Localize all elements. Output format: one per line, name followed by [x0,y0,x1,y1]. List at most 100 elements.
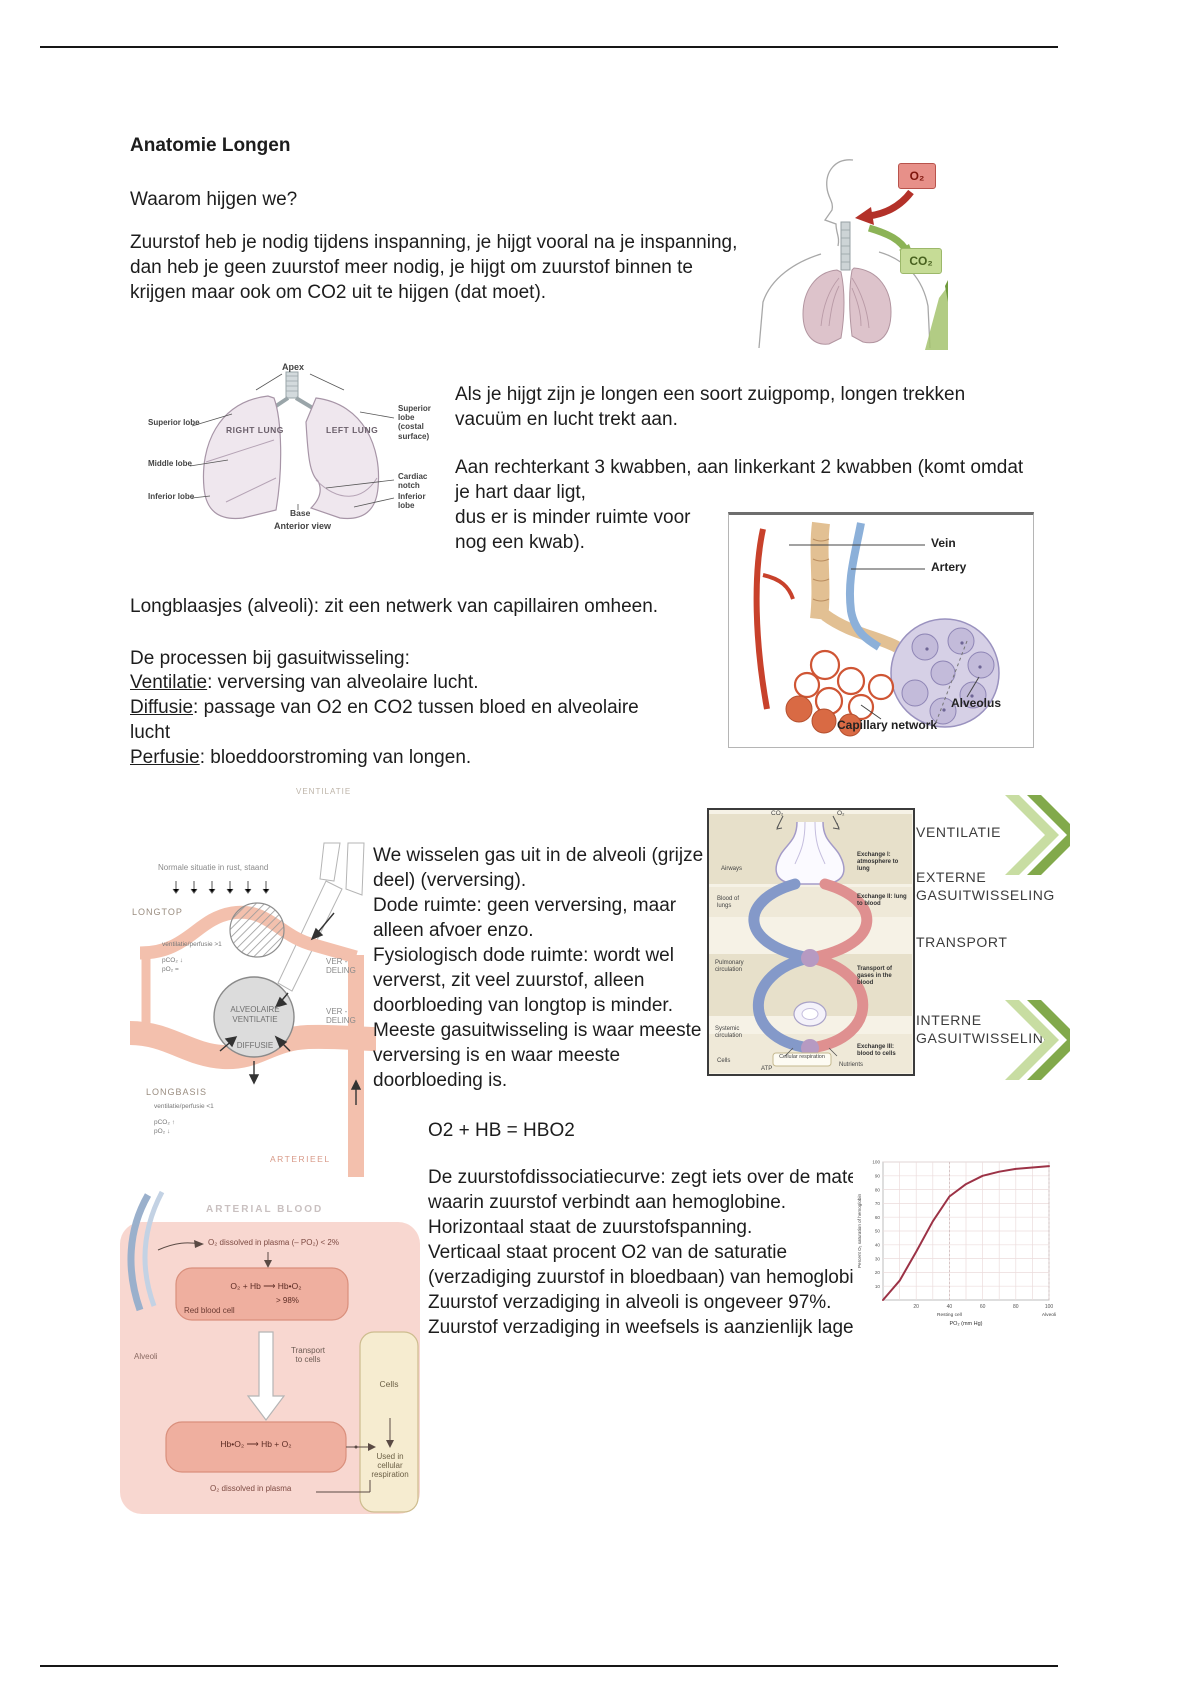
lung-apex-label: Apex [282,362,305,372]
svg-text:60: 60 [875,1215,881,1220]
circ-exchange2-label: Exchange II: lung to blood [857,894,907,907]
svg-text:40: 40 [947,1304,953,1310]
paragraph-longblaasjes: Longblaasjes (alveoli): zit een netwerk … [130,596,659,617]
paragraph-kwabben-b: dus er is minder ruimte voor nog een kwa… [455,507,691,553]
circ-exchange1-label: Exchange I: atmosphere to lung [857,852,899,872]
gas-exchange-text: We wisselen gas uit in de alveoli (grijz… [373,843,721,1093]
plasma-bottom-label: O₂ dissolved in plasma [210,1484,292,1493]
vq-alveolaire-label: ALVEOLAIRE [230,1005,280,1014]
process-term: Diffusie [130,697,194,718]
circ-blood-of-lungs-label: Blood of lungs [717,896,740,909]
breathing-figure-drawing [758,159,948,350]
vq-ratio-top: ventilatie/perfusie >1 [162,941,222,948]
inferior-lobe-right-label: Inferior lobe [398,492,426,511]
vq-arterieel-label: ARTERIEEL [270,1154,331,1164]
svg-text:40: 40 [875,1243,881,1248]
paragraph-zuurstof: Zuurstof heb je nodig tijdens inspanning… [130,232,738,303]
vq-top-po2: pO₂ = [162,966,179,973]
bottom-rule [40,1665,1058,1667]
co2-badge: CO₂ [900,248,942,274]
cells-label: Cells [379,1379,399,1389]
svg-text:Resting cell: Resting cell [937,1312,962,1318]
process-term: Ventilatie [130,672,208,693]
svg-text:100: 100 [872,1160,880,1165]
alveoli-label: Alveoli [134,1352,158,1361]
circ-nutrients-label: Nutrients [839,1062,864,1068]
alveolus-label: Alveolus [951,696,1002,710]
gas-line-1: We wisselen gas uit in de alveoli (grijz… [373,845,704,891]
superior-lobe-costal-label: Superior lobe (costal surface) [398,404,431,441]
svg-text:80: 80 [1013,1304,1019,1310]
ventilation-perfusion-drawing [129,842,377,1177]
top-rule [40,46,1058,48]
right-lung-label: RIGHT LUNG [226,425,284,435]
stage-transport: TRANSPORT [916,934,1008,950]
svg-text:60: 60 [980,1304,986,1310]
circ-atp-label: ATP [761,1066,773,1072]
process-term: Perfusie [130,747,200,768]
vq-top-pco2: pCO₂ ↓ [162,957,183,964]
svg-text:10: 10 [875,1284,881,1289]
circulation-figure: Airways Blood of lungs Pulmonary circula… [707,808,915,1076]
stage-externe-gasuitwisseling: EXTERNE GASUITWISSELING [916,869,1055,903]
alveolus-capillary-figure: Vein Artery Alveolus Capillary network [728,512,1034,748]
process-desc: : bloeddoorstroming van longen. [199,747,472,768]
process-diffusie: Diffusie: passage van O2 en CO2 tussen b… [130,695,675,745]
process-desc: : verversing van alveolaire lucht. [207,672,479,693]
paragraph-zuigpomp: Als je hijgt zijn je longen een soort zu… [455,384,966,430]
left-lung-label: LEFT LUNG [326,425,379,435]
paragraph-kwabben-a: Aan rechterkant 3 kwabben, aan linkerkan… [455,457,1024,503]
inferior-lobe-label: Inferior lobe [148,492,195,501]
intro-question: Waarom hijgen we? [130,189,298,210]
vein-label: Vein [931,536,956,550]
gas-line-2: Dode ruimte: geen verversing, maar allee… [373,895,677,941]
svg-text:20: 20 [913,1304,919,1310]
gas-line-4: Meeste gasuitwisseling is waar meeste ve… [373,1020,702,1091]
used-in-respiration-label: Used in cellular respiration [371,1452,409,1480]
dissociation-text: De zuurstofdissociatiecurve: zegt iets o… [428,1165,888,1340]
oxygen-transport-figure: ARTERIAL BLOOD O₂ dissolved in plasma (–… [118,1100,424,1520]
cardiac-notch-label: Cardiac notch [398,472,428,491]
gas-line-3: Fysiologisch dode ruimte: wordt wel verv… [373,945,674,1016]
alveolus-capillary-drawing [753,521,1000,737]
vq-base-po2: pO₂ ↓ [154,1128,171,1135]
vq-caption: Normale situatie in rust, staand [158,863,269,872]
vq-longtop-label: LONGTOP [132,907,183,917]
stage-interne-gasuitwisseling: INTERNE GASUITWISSELING [916,1012,1055,1046]
plasma-top-label: O₂ dissolved in plasma (– PO₂) < 2% [208,1238,339,1247]
artery-label: Artery [931,560,967,574]
page-title: Anatomie Longen [130,135,291,156]
anterior-view-label: Anterior view [274,521,332,531]
svg-text:PO₂ (mm Hg): PO₂ (mm Hg) [950,1321,983,1327]
vq-ratio-base: ventilatie/perfusie <1 [154,1103,214,1110]
green-chevrons-decoration [1005,795,1070,1080]
rbc-reaction-label: O₂ + Hb ⟶ Hb•O₂ [230,1281,302,1291]
dissociation-line-2: Horizontaal staat de zuurstofspanning. [428,1217,753,1238]
svg-text:Percent O₂ saturation of hemog: Percent O₂ saturation of hemoglobin [857,1194,862,1268]
circ-exchange3-label: Exchange III: blood to cells [857,1044,896,1057]
vq-longbasis-label: LONGBASIS [146,1087,208,1097]
circ-pulmonary-label: Pulmonary circulation [715,960,744,973]
breathing-figure: O₂ CO₂ [733,150,948,350]
arterial-blood-header: ARTERIAL BLOOD [206,1204,324,1215]
lung-anatomy-drawing [189,371,395,520]
processes-heading: De processen bij gasuitwisseling: [130,648,410,669]
capillary-network-label: Capillary network [837,718,938,732]
vq-ventilatie2-label: VENTILATIE [232,1015,278,1024]
svg-text:80: 80 [875,1187,881,1192]
vq-verdeling-1: VER - DELING [326,957,356,976]
base-label: Base [290,508,311,518]
svg-text:50: 50 [875,1229,881,1234]
svg-text:70: 70 [875,1201,881,1206]
rbc-percent-label: > 98% [276,1296,299,1305]
svg-text:Alveoli: Alveoli [1042,1312,1056,1318]
middle-lobe-label: Middle lobe [148,459,192,468]
vq-ventilatie-label: VENTILATIE [296,787,352,796]
process-perfusie: Perfusie: bloeddoorstroming van longen. [130,745,471,770]
vq-diffusie-label: DIFFUSIE [236,1041,274,1050]
circ-cells-label: Cells [717,1058,731,1064]
process-desc: : passage van O2 en CO2 tussen bloed en … [130,697,639,743]
lung-anatomy-figure: Apex RIGHT LUNG LEFT LUNG Superior lobe … [148,360,444,538]
